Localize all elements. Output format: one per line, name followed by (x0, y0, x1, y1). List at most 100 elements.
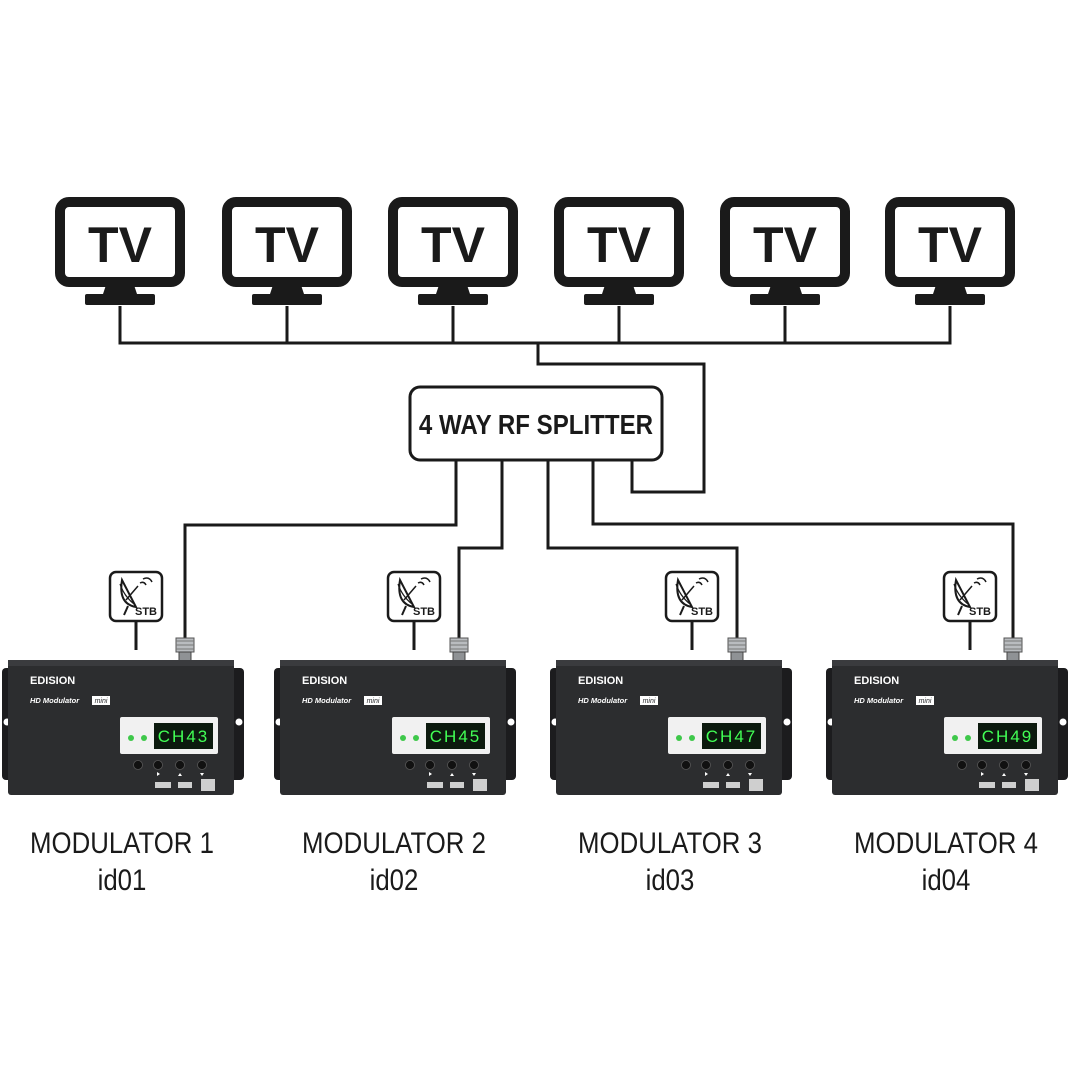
tv-monitor: TV (388, 197, 518, 305)
dvb-logo-icon (703, 782, 719, 788)
modulator-name: MODULATOR 4 (854, 826, 1038, 859)
down-button[interactable] (1021, 760, 1031, 770)
body-top-edge (280, 660, 506, 666)
stb-label: STB (135, 606, 157, 618)
hd-logo-icon (450, 782, 464, 788)
channel-readout: CH43 (158, 727, 209, 746)
up-button[interactable] (723, 760, 733, 770)
modulator-id: id04 (922, 863, 971, 896)
brand-logo: EDISION (854, 675, 899, 687)
right-button[interactable] (153, 760, 163, 770)
dish-stand (957, 605, 963, 616)
dish-stand (401, 605, 407, 616)
tv-stand-base (252, 294, 322, 305)
model-suffix-badge (640, 696, 658, 705)
tv-stand-base (915, 294, 985, 305)
channel-display (426, 723, 485, 749)
modulator-name: MODULATOR 1 (30, 826, 214, 859)
channel-display (154, 723, 213, 749)
dish-arm (681, 585, 695, 601)
modulator-name: MODULATOR 3 (578, 826, 762, 859)
down-button[interactable] (469, 760, 479, 770)
menu-ok-button[interactable] (957, 760, 967, 770)
dvb-logo-icon (155, 782, 171, 788)
model-suffix-badge (92, 696, 110, 705)
dish-arm (125, 585, 139, 601)
down-arrow-icon (472, 773, 476, 776)
dvb-logo-icon (427, 782, 443, 788)
stb-badge (664, 570, 720, 623)
dish-lines (119, 583, 135, 605)
splitter-output-2 (457, 460, 504, 640)
tv-label: TV (421, 217, 486, 273)
cert-logo-icon (201, 779, 215, 791)
menu-ok-button[interactable] (405, 760, 415, 770)
lock-led (689, 735, 695, 741)
down-button[interactable] (197, 760, 207, 770)
tv-neck (436, 282, 470, 294)
tv-neck (602, 282, 636, 294)
model-name: HD Modulator (302, 696, 352, 705)
down-button[interactable] (745, 760, 755, 770)
up-arrow-icon (178, 773, 182, 776)
dvb-logo-icon (979, 782, 995, 788)
model-suffix-badge (364, 696, 382, 705)
stb-label: STB (691, 606, 713, 618)
dish-bowl (954, 576, 972, 609)
channel-display (702, 723, 761, 749)
dish-signal (139, 577, 153, 586)
splitter-label: 4 WAY RF SPLITTER (419, 408, 653, 440)
body-top-edge (8, 660, 234, 666)
splitter-output-4 (591, 460, 1015, 640)
body-top-edge (832, 660, 1058, 666)
dish-arm (403, 585, 417, 601)
tv-stand-base (418, 294, 488, 305)
tv-monitor: TV (720, 197, 850, 305)
model-name: HD Modulator (30, 696, 80, 705)
right-button[interactable] (977, 760, 987, 770)
satellite-dish-icon: STB (108, 570, 164, 623)
model-name: HD Modulator (578, 696, 628, 705)
tv-stand-base (750, 294, 820, 305)
up-button[interactable] (447, 760, 457, 770)
stb-label: STB (969, 606, 991, 618)
tv-label: TV (255, 217, 320, 273)
mount-hole (235, 718, 243, 726)
up-button[interactable] (999, 760, 1009, 770)
model-suffix: mini (919, 698, 932, 705)
channel-readout: CH49 (982, 727, 1033, 746)
connector-nut (1006, 651, 1020, 662)
power-led (128, 735, 134, 741)
menu-ok-button[interactable] (681, 760, 691, 770)
stb-badge (108, 570, 164, 623)
model-suffix: mini (367, 698, 380, 705)
right-button[interactable] (425, 760, 435, 770)
lock-led (413, 735, 419, 741)
stb-badge (386, 570, 442, 623)
tv-stand-base (584, 294, 654, 305)
tv-monitor: TV (885, 197, 1015, 305)
menu-ok-button[interactable] (133, 760, 143, 770)
model-suffix: mini (643, 698, 656, 705)
right-arrow-icon (157, 772, 160, 776)
right-arrow-icon (705, 772, 708, 776)
dish-bowl (398, 576, 416, 609)
power-led (676, 735, 682, 741)
model-suffix: mini (95, 698, 108, 705)
model-suffix-badge (916, 696, 934, 705)
brand-logo: EDISION (302, 675, 347, 687)
tv-neck (933, 282, 967, 294)
modulator-row: STB EDISION HD Modulator miniCH43MODULATOR … (2, 570, 1068, 896)
right-button[interactable] (701, 760, 711, 770)
tv-bus-line (118, 306, 952, 345)
dish-stand (679, 605, 685, 616)
stb-label: STB (413, 606, 435, 618)
power-led (952, 735, 958, 741)
tv-label: TV (753, 217, 818, 273)
cert-logo-icon (749, 779, 763, 791)
up-button[interactable] (175, 760, 185, 770)
splitter-box (408, 385, 664, 462)
dish-stand (123, 605, 129, 616)
